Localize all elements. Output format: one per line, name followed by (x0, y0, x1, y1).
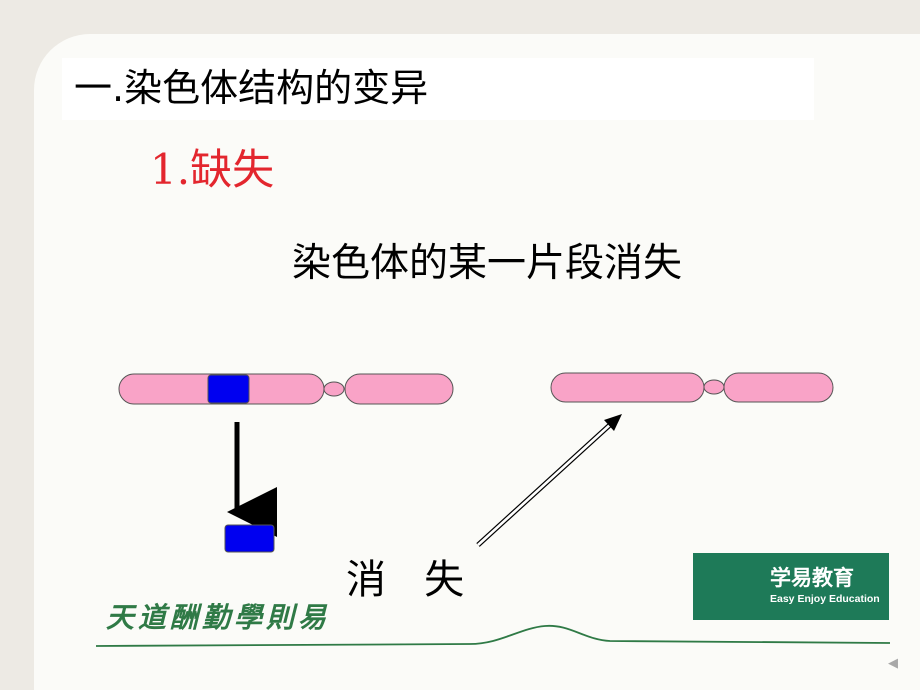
triangle-left-icon: ◀ (888, 656, 898, 671)
logo-tagline: Easy Enjoy Education (770, 593, 880, 605)
original-chromosome (118, 373, 454, 405)
result-chromosome (550, 372, 834, 403)
slide-subtitle: 1.缺失 (150, 145, 275, 194)
footer-hill-line (95, 625, 891, 647)
slide-title: 一.染色体结构的变异 (74, 66, 429, 110)
deleted-segment (207, 374, 250, 404)
original-short-arm (344, 373, 454, 405)
deletion-caption: 消 失 (346, 557, 465, 603)
logo-badge (693, 553, 889, 620)
prev-slide-button[interactable]: ◀ (878, 652, 908, 676)
title-band (62, 58, 814, 120)
diagonal-arrow (476, 414, 622, 547)
calligraphy-motto: 天道酬勤學則易 (106, 601, 331, 634)
result-long-arm (550, 372, 705, 403)
removed-fragment (224, 524, 275, 553)
definition-text: 染色体的某一片段消失 (292, 241, 683, 286)
result-short-arm (723, 372, 834, 403)
result-centromere (703, 379, 725, 395)
original-centromere (323, 381, 345, 397)
logo-name: 学易教育 (770, 566, 854, 590)
